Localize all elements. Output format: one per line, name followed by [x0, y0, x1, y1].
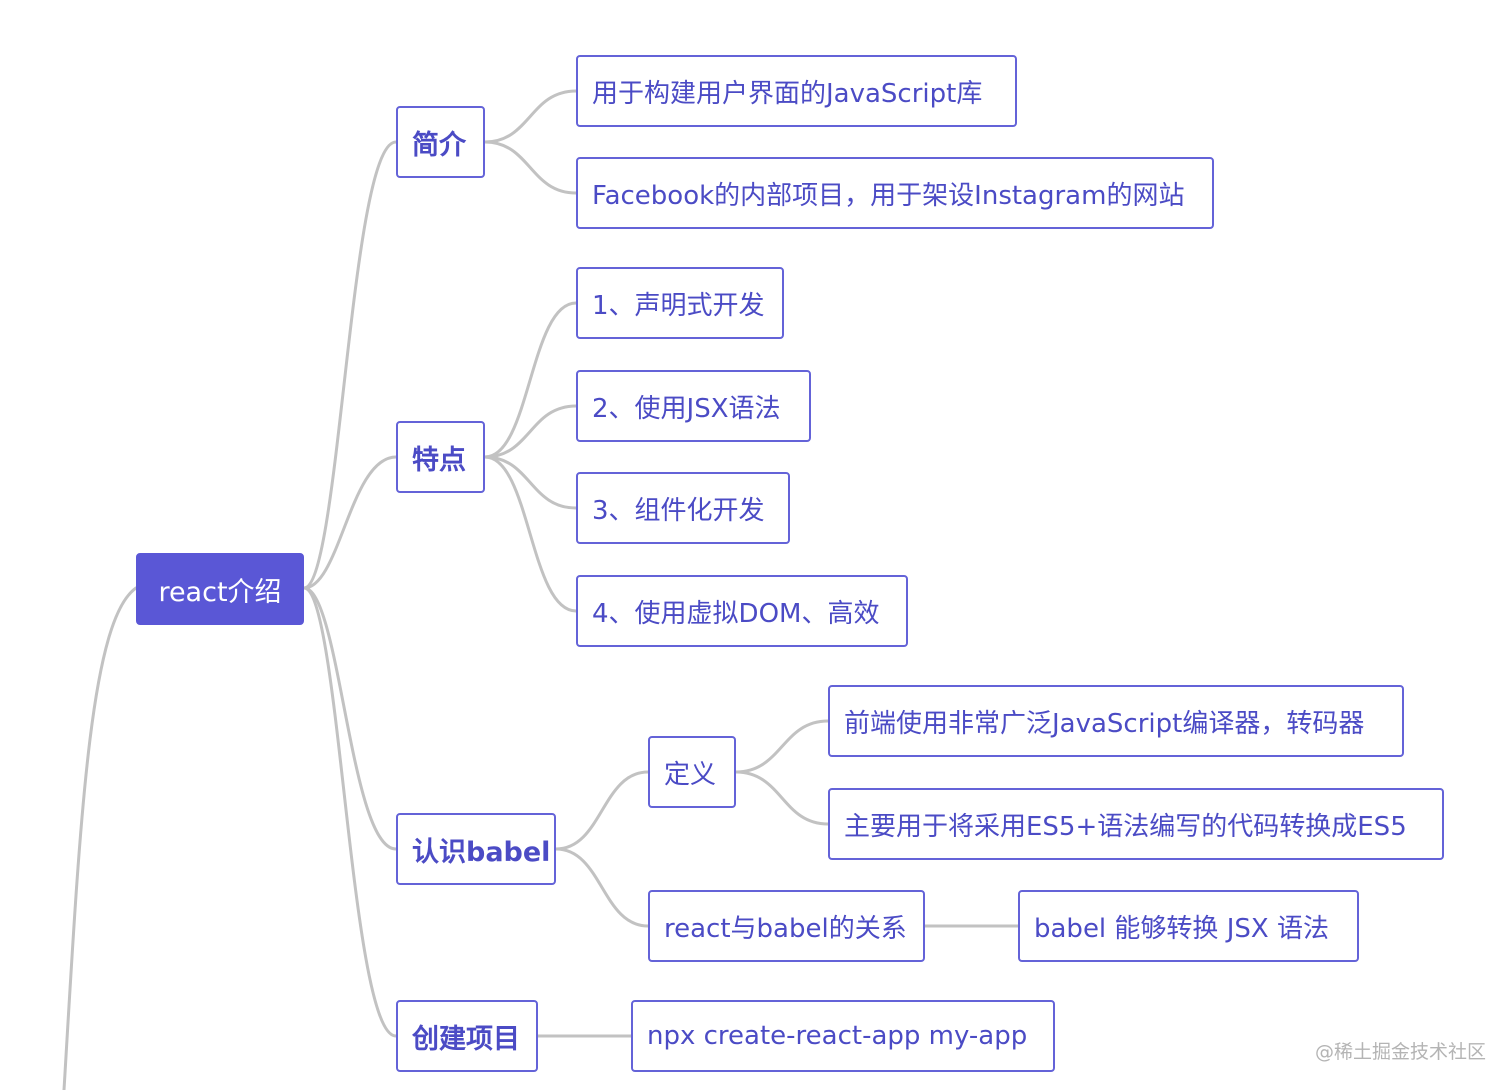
feature-item-label: 1、声明式开发: [592, 290, 765, 321]
intro-item-label: 用于构建用户界面的JavaScript库: [592, 78, 983, 109]
feature-item-node[interactable]: 2、使用JSX语法: [576, 370, 811, 442]
branch-babel-label: 认识babel: [412, 836, 551, 868]
babel-relation-label: react与babel的关系: [664, 913, 907, 944]
connector-features-4: [483, 455, 578, 613]
babel-relation-node[interactable]: react与babel的关系: [648, 890, 925, 962]
feature-item-label: 4、使用虚拟DOM、高效: [592, 598, 880, 629]
feature-item-label: 3、组件化开发: [592, 495, 765, 526]
connector-babel-definition: [554, 770, 650, 851]
branch-features-label: 特点: [412, 444, 466, 476]
branch-intro-label: 简介: [412, 129, 466, 161]
root-node[interactable]: react介绍: [136, 553, 304, 625]
create-item-label: npx create-react-app my-app: [647, 1021, 1028, 1051]
watermark-text: @稀土掘金技术社区: [1314, 1041, 1486, 1063]
feature-item-node[interactable]: 3、组件化开发: [576, 472, 790, 544]
branch-create-label: 创建项目: [412, 1023, 520, 1055]
branch-intro-node[interactable]: 简介: [396, 106, 485, 178]
babel-definition-node[interactable]: 定义: [648, 736, 736, 808]
connector-definition-1: [734, 719, 830, 774]
feature-item-node[interactable]: 4、使用虚拟DOM、高效: [576, 575, 908, 647]
root-label: react介绍: [158, 576, 282, 608]
branch-babel-node[interactable]: 认识babel: [396, 813, 556, 885]
connector-features-2: [483, 404, 578, 459]
connector-root-babel: [302, 586, 398, 851]
intro-item-node[interactable]: Facebook的内部项目，用于架设Instagram的网站: [576, 157, 1214, 229]
connector-features-1: [483, 301, 578, 459]
connector-root-create: [302, 586, 398, 1038]
relation-item-node[interactable]: babel 能够转换 JSX 语法: [1018, 890, 1359, 962]
connector-intro-2: [483, 140, 578, 195]
intro-item-node[interactable]: 用于构建用户界面的JavaScript库: [576, 55, 1017, 127]
definition-item-node[interactable]: 前端使用非常广泛JavaScript编译器，转码器: [828, 685, 1404, 757]
intro-item-label: Facebook的内部项目，用于架设Instagram的网站: [592, 180, 1185, 211]
connector-root-trunk: [62, 586, 138, 1090]
connector-root-intro: [302, 140, 398, 590]
branch-create-node[interactable]: 创建项目: [396, 1000, 538, 1072]
connector-root-features: [302, 455, 398, 590]
connector-features-3: [483, 455, 578, 510]
feature-item-label: 2、使用JSX语法: [592, 393, 781, 424]
definition-item-node[interactable]: 主要用于将采用ES5+语法编写的代码转换成ES5: [828, 788, 1444, 860]
branch-features-node[interactable]: 特点: [396, 421, 485, 493]
babel-definition-label: 定义: [664, 759, 717, 790]
create-item-node[interactable]: npx create-react-app my-app: [631, 1000, 1055, 1072]
connector-intro-1: [483, 89, 578, 144]
connector-babel-relation: [554, 847, 650, 928]
feature-item-node[interactable]: 1、声明式开发: [576, 267, 784, 339]
connector-definition-2: [734, 770, 830, 826]
definition-item-label: 前端使用非常广泛JavaScript编译器，转码器: [844, 708, 1365, 739]
relation-item-label: babel 能够转换 JSX 语法: [1034, 913, 1329, 944]
definition-item-label: 主要用于将采用ES5+语法编写的代码转换成ES5: [844, 811, 1407, 842]
